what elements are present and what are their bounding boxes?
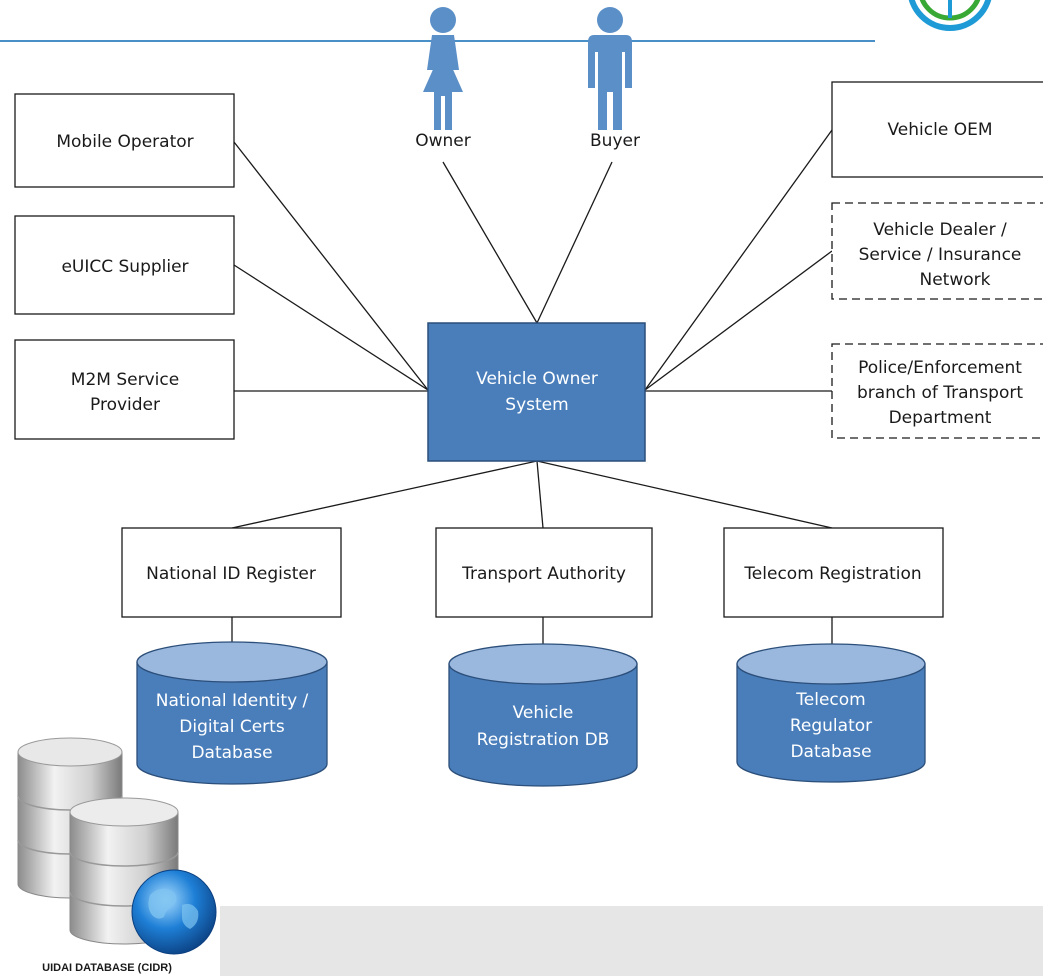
police-enforcement-label-1: Police/Enforcement (858, 358, 1022, 378)
mobile-operator-box (14, 93, 235, 188)
national-identity-db-label-3: Database (191, 743, 272, 763)
telecom-regulator-db-label-3: Database (790, 742, 871, 762)
vehicle-oem-label: Vehicle OEM (888, 120, 993, 140)
vehicle-registration-database-cylinder (448, 643, 638, 787)
transport-authority-box (435, 527, 653, 618)
transport-authority-label: Transport Authority (461, 564, 626, 584)
vehicle-dealer-label-2: Service / Insurance (859, 245, 1022, 265)
vehicle-registration-db-label-2: Registration DB (477, 730, 610, 750)
globe-icon (131, 869, 217, 955)
uidai-caption: UIDAI DATABASE (CIDR) (42, 962, 172, 974)
vehicle-dealer-label-3: Network (920, 270, 991, 290)
telecom-regulator-db-label-2: Regulator (790, 716, 872, 736)
vehicle-dealer-label-1: Vehicle Dealer / (873, 220, 1007, 240)
telecom-regulator-database-cylinder (736, 643, 926, 783)
logo-icon (908, 0, 992, 31)
national-id-register-label: National ID Register (146, 564, 316, 584)
vehicle-owner-system-label-2: System (505, 395, 568, 415)
m2m-service-provider-label-2: Provider (90, 395, 160, 415)
m2m-service-provider-box (14, 339, 235, 440)
mobile-operator-label: Mobile Operator (56, 132, 193, 152)
police-enforcement-label-3: Department (889, 408, 992, 428)
police-enforcement-label-2: branch of Transport (857, 383, 1023, 403)
caption-panel (220, 906, 1043, 976)
national-identity-db-label-1: National Identity / (156, 691, 309, 711)
national-identity-db-label-2: Digital Certs (179, 717, 285, 737)
vehicle-registration-db-label-1: Vehicle (513, 703, 574, 723)
vehicle-dealer-box (831, 202, 1043, 300)
connectors (231, 129, 833, 645)
telecom-regulator-db-label-1: Telecom (795, 690, 865, 710)
owner-label: Owner (415, 131, 471, 151)
m2m-service-provider-label-1: M2M Service (71, 370, 179, 390)
buyer-person-icon (588, 7, 632, 130)
telecom-registration-box (723, 527, 944, 618)
euicc-supplier-label: eUICC Supplier (61, 257, 188, 277)
telecom-registration-label: Telecom Registration (743, 564, 921, 584)
euicc-supplier-box (14, 215, 235, 315)
vehicle-owner-system-box (427, 322, 646, 462)
national-id-register-box (121, 527, 342, 618)
uidai-database-icon (17, 737, 217, 955)
national-identity-database-cylinder (136, 641, 328, 785)
police-enforcement-box (831, 343, 1043, 439)
owner-person-icon (423, 7, 463, 130)
vehicle-oem-box (831, 81, 1043, 178)
vehicle-owner-system-label-1: Vehicle Owner (476, 369, 598, 389)
buyer-label: Buyer (590, 131, 640, 151)
